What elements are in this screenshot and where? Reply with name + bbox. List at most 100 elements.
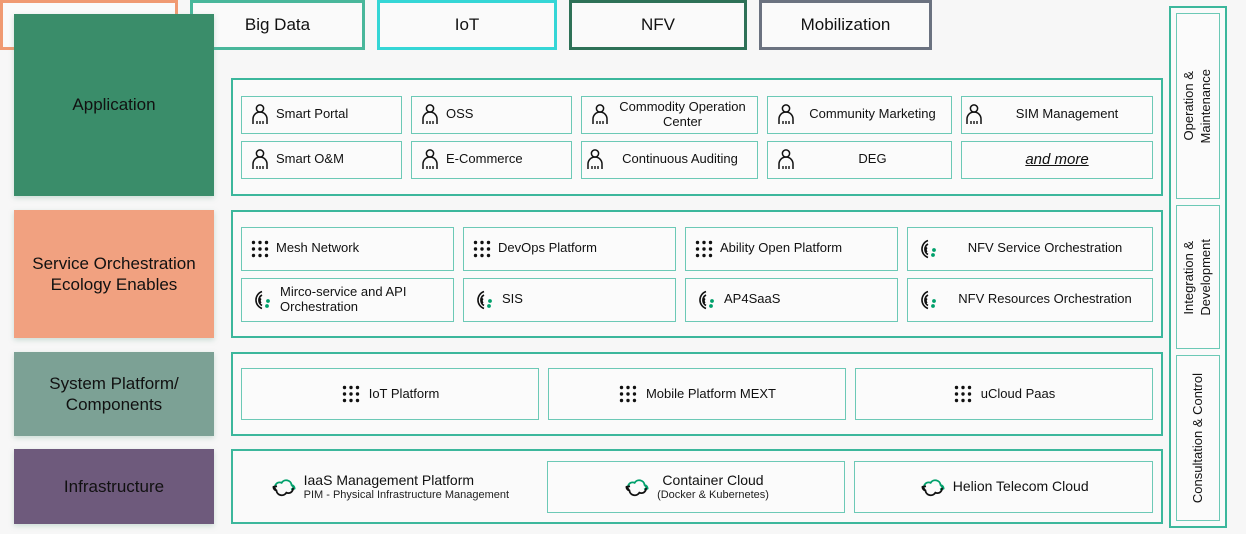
card-continuous-auditing[interactable]: Continuous Auditing bbox=[581, 140, 758, 179]
application-panel: Smart Portal OSS Commo bbox=[231, 78, 1163, 196]
card-sublabel: (Docker & Kubernetes) bbox=[657, 488, 769, 501]
rail-item-consultation-control[interactable]: Consultation & Control bbox=[1176, 355, 1220, 521]
card-smart-om[interactable]: Smart O&M bbox=[241, 140, 402, 179]
card-label: IoT Platform bbox=[368, 385, 440, 401]
grid-dots-icon bbox=[251, 240, 269, 257]
layer-label-service-orchestration: Service Orchestration Ecology Enables bbox=[14, 210, 214, 338]
orchestration-row-2: Mirco-service and API Orchestration SIS bbox=[241, 277, 1153, 322]
tab-iot[interactable]: IoT bbox=[377, 0, 557, 50]
card-label: AP4SaaS bbox=[724, 291, 781, 307]
layer-label-infrastructure: Infrastructure bbox=[14, 449, 214, 524]
layer-label-system-platform: System Platform/ Components bbox=[14, 352, 214, 436]
rail-label: Operation & Maintenance bbox=[1181, 68, 1213, 144]
card-label: and more bbox=[1025, 150, 1089, 168]
grid-dots-icon bbox=[619, 385, 637, 403]
infrastructure-panel: IaaS Management Platform PIM - Physical … bbox=[231, 449, 1163, 524]
card-community-marketing[interactable]: Community Marketing bbox=[767, 95, 952, 134]
card-ability-open-platform[interactable]: Ability Open Platform bbox=[685, 226, 898, 271]
card-mesh-network[interactable]: Mesh Network bbox=[241, 226, 454, 271]
card-label: uCloud Paas bbox=[980, 385, 1056, 401]
person-icon bbox=[252, 148, 268, 169]
rail-label: Integration & Development bbox=[1181, 238, 1213, 316]
card-label: DevOps Platform bbox=[498, 240, 597, 256]
card-container-cloud[interactable]: Container Cloud (Docker & Kubernetes) bbox=[546, 460, 846, 513]
system-platform-panel: IoT Platform Mobile Platform MEXT bbox=[231, 352, 1163, 436]
card-smart-portal[interactable]: Smart Portal bbox=[241, 95, 402, 134]
card-micro-service-api-orchestration[interactable]: Mirco-service and API Orchestration bbox=[241, 277, 454, 322]
person-icon bbox=[587, 148, 603, 169]
cloud-icon bbox=[625, 478, 649, 496]
card-label: Mobile Platform MEXT bbox=[645, 385, 777, 401]
person-icon bbox=[422, 148, 438, 169]
card-deg[interactable]: DEG bbox=[767, 140, 952, 179]
card-nfv-service-orchestration[interactable]: NFV Service Orchestration bbox=[907, 226, 1153, 271]
layer-title: Service Orchestration Ecology Enables bbox=[32, 253, 196, 294]
card-label: Community Marketing bbox=[809, 106, 936, 122]
layer-title: System Platform/ Components bbox=[49, 373, 179, 414]
card-e-commerce[interactable]: E-Commerce bbox=[411, 140, 572, 179]
card-label: Commodity Operation Center bbox=[619, 98, 746, 129]
rail-label: Consultation & Control bbox=[1189, 372, 1205, 504]
card-and-more[interactable]: and more bbox=[961, 140, 1153, 179]
cloud-icon bbox=[921, 478, 945, 496]
card-label: DEG bbox=[858, 151, 887, 167]
tab-label: Big Data bbox=[244, 15, 311, 34]
rail-item-operation-maintenance[interactable]: Operation & Maintenance bbox=[1176, 13, 1220, 199]
orchestration-icon bbox=[921, 290, 936, 309]
layer-label-application: Application bbox=[14, 14, 214, 196]
orchestration-icon bbox=[921, 239, 936, 258]
layer-title: Application bbox=[72, 95, 156, 115]
card-helion-telecom-cloud[interactable]: Helion Telecom Cloud bbox=[854, 460, 1154, 513]
person-icon bbox=[422, 103, 438, 124]
card-sim-management[interactable]: SIM Management bbox=[961, 95, 1153, 134]
person-icon bbox=[778, 103, 794, 124]
card-iot-platform[interactable]: IoT Platform bbox=[241, 368, 539, 420]
infrastructure-row-1: IaaS Management Platform PIM - Physical … bbox=[241, 460, 1154, 513]
layer-system-platform: System Platform/ Components IoT Platform bbox=[14, 352, 1163, 436]
layer-infrastructure: Infrastructure IaaS Management Platform … bbox=[14, 449, 1163, 524]
orchestration-icon bbox=[477, 290, 492, 309]
card-label: Ability Open Platform bbox=[720, 240, 843, 256]
card-oss[interactable]: OSS bbox=[411, 95, 572, 134]
card-iaas-management-platform[interactable]: IaaS Management Platform PIM - Physical … bbox=[241, 461, 538, 513]
application-row-2: Smart O&M E-Commerce C bbox=[241, 140, 1153, 179]
grid-dots-icon bbox=[473, 240, 491, 257]
rail-item-integration-development[interactable]: Integration & Development bbox=[1176, 205, 1220, 349]
card-sis[interactable]: SIS bbox=[463, 277, 676, 322]
orchestration-icon bbox=[255, 290, 270, 309]
card-label: Smart Portal bbox=[276, 106, 349, 122]
grid-dots-icon bbox=[695, 240, 713, 257]
orchestration-icon bbox=[699, 290, 714, 309]
person-icon bbox=[966, 103, 982, 124]
card-ucloud-paas[interactable]: uCloud Paas bbox=[855, 368, 1153, 420]
card-mobile-platform-mext[interactable]: Mobile Platform MEXT bbox=[548, 368, 846, 420]
cloud-icon bbox=[272, 478, 296, 496]
card-nfv-resources-orchestration[interactable]: NFV Resources Orchestration bbox=[907, 277, 1153, 322]
layer-title: Infrastructure bbox=[63, 476, 165, 496]
card-label: Mesh Network bbox=[276, 240, 360, 256]
card-label: Continuous Auditing bbox=[622, 151, 738, 167]
tab-label: Mobilization bbox=[800, 15, 891, 34]
card-label: IaaS Management Platform bbox=[303, 471, 475, 488]
card-label: E-Commerce bbox=[446, 151, 523, 167]
tab-mobilization[interactable]: Mobilization bbox=[759, 0, 932, 50]
grid-dots-icon bbox=[342, 385, 359, 403]
card-label: NFV Service Orchestration bbox=[967, 240, 1123, 256]
orchestration-row-1: Mesh Network DevOps Platform bbox=[241, 226, 1153, 271]
card-label: Helion Telecom Cloud bbox=[952, 478, 1089, 495]
system-platform-row-1: IoT Platform Mobile Platform MEXT bbox=[241, 368, 1153, 420]
card-devops-platform[interactable]: DevOps Platform bbox=[463, 226, 676, 271]
layer-application: Application Smart Portal bbox=[14, 14, 1163, 196]
card-label: SIM Management bbox=[1015, 106, 1119, 122]
card-label: SIS bbox=[502, 291, 523, 307]
card-label: NFV Resources Orchestration bbox=[958, 291, 1132, 307]
lifecycle-rail: Operation & Maintenance Integration & De… bbox=[1169, 6, 1227, 528]
card-ap4saas[interactable]: AP4SaaS bbox=[685, 277, 898, 322]
tab-nfv[interactable]: NFV bbox=[569, 0, 747, 50]
card-label: Container Cloud bbox=[662, 471, 764, 488]
card-sublabel: PIM - Physical Infrastructure Management bbox=[303, 488, 510, 501]
person-icon bbox=[252, 103, 268, 124]
person-icon bbox=[778, 148, 794, 169]
card-commodity-operation-center[interactable]: Commodity Operation Center bbox=[581, 95, 758, 134]
